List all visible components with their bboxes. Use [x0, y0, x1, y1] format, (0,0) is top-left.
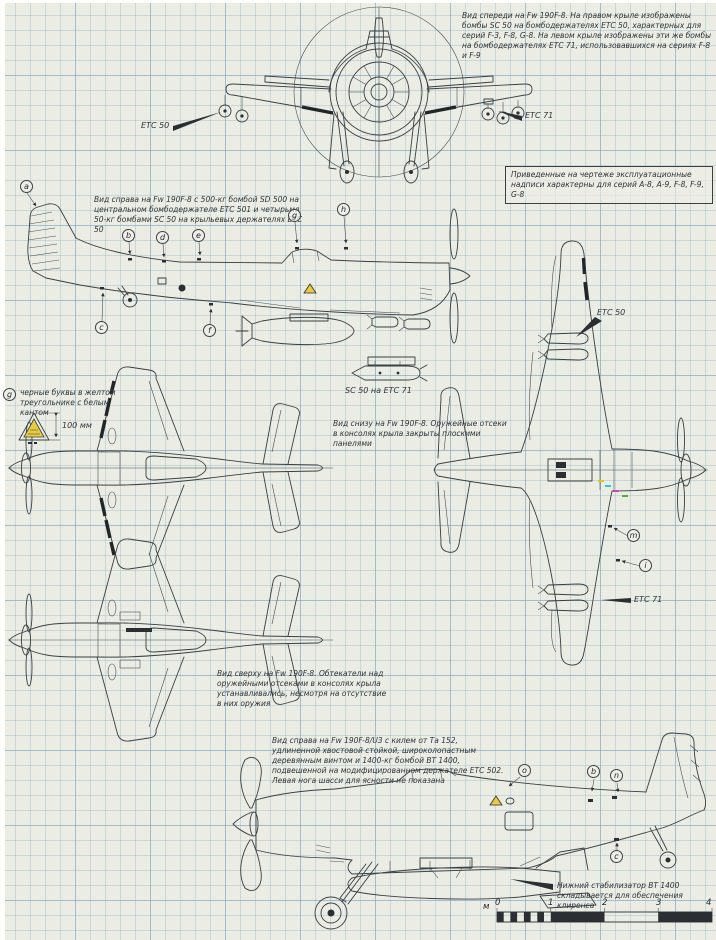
caption-bottom-view: Вид снизу на Fw 190F-8. Оружейные отсеки… [333, 419, 507, 448]
scale-bar [496, 908, 713, 923]
plan-view-lower-detail [119, 611, 152, 669]
callout-letter: g [6, 390, 13, 399]
label-etc71-front: ETC 71 [525, 111, 554, 120]
callout-letter: o [522, 766, 527, 775]
callout-marker: g [288, 209, 301, 222]
callout-letter: m [629, 531, 638, 540]
callout-letter: c [614, 852, 619, 861]
callout-letter: n [613, 771, 620, 780]
plan-view-upper-leading-edge [99, 380, 116, 556]
plan-view-lower [7, 538, 334, 742]
label-etc71-bottom: ETC 71 [634, 595, 663, 604]
callout-marker: n [610, 769, 623, 782]
scale-tick: 0 [495, 898, 501, 908]
caption-side-view: Вид справа на Fw 190F-8 с 500-кг бомбой … [94, 195, 303, 234]
bottom-view [433, 240, 708, 666]
legend-triangle-symbol [18, 412, 60, 444]
callout-marker: m [627, 529, 640, 542]
callout-letter: b [590, 767, 597, 776]
callout-letter: e [196, 231, 201, 240]
callout-letter: i [644, 561, 647, 570]
caption-front-view: Вид спереди на Fw 190F-8. На правом крыл… [462, 11, 712, 60]
scale-tick: 3 [656, 898, 662, 908]
scale-tick: 1 [548, 898, 554, 908]
dimension-100mm: 100 мм [62, 421, 92, 430]
series-note-box: Приведенные на чертеже эксплуатационные … [505, 166, 713, 204]
callout-marker: c [610, 850, 623, 863]
sc50-bomb-inset [351, 356, 428, 382]
callout-letter: h [340, 205, 347, 214]
callout-letter: a [24, 182, 29, 191]
label-arrows [173, 111, 631, 890]
callout-marker: d [156, 231, 169, 244]
callout-marker: e [192, 229, 205, 242]
callout-letter: f [208, 326, 211, 335]
callout-letter: d [159, 233, 166, 242]
scale-unit: м [483, 902, 490, 912]
callout-marker: a [20, 180, 33, 193]
callout-marker: b [587, 765, 600, 778]
side-view-sd500 [26, 192, 471, 347]
callout-letter: g [291, 211, 298, 220]
scan-margin-left [0, 0, 5, 940]
callout-marker: c [95, 321, 108, 334]
callout-marker: b [122, 229, 135, 242]
front-view [218, 6, 533, 184]
scale-tick: 4 [706, 898, 712, 908]
scan-margin-top [0, 0, 716, 3]
legend-text: черные буквы в желтом треугольнике с бел… [20, 388, 116, 417]
note-stabilizer: Нижний стабилизатор BT 1400 складывается… [557, 881, 683, 910]
label-sc50-etc71: SC 50 на ETC 71 [345, 386, 412, 395]
label-etc50-front: ETC 50 [141, 121, 170, 130]
label-etc50-bottom: ETC 50 [597, 308, 626, 317]
caption-top-view: Вид сверху на Fw 190F-8. Обтекатели над … [217, 669, 387, 708]
callout-marker: f [203, 324, 216, 337]
callout-marker: g [3, 388, 16, 401]
callout-marker: h [337, 203, 350, 216]
scale-tick: 2 [602, 898, 608, 908]
caption-u3-view: Вид справа на Fw 190F-8/U3 с килем от Та… [272, 736, 504, 785]
callout-letter: b [125, 231, 132, 240]
callout-marker: i [639, 559, 652, 572]
side-view-u3 [232, 732, 706, 930]
callout-letter: c [99, 323, 104, 332]
callout-marker: o [518, 764, 531, 777]
